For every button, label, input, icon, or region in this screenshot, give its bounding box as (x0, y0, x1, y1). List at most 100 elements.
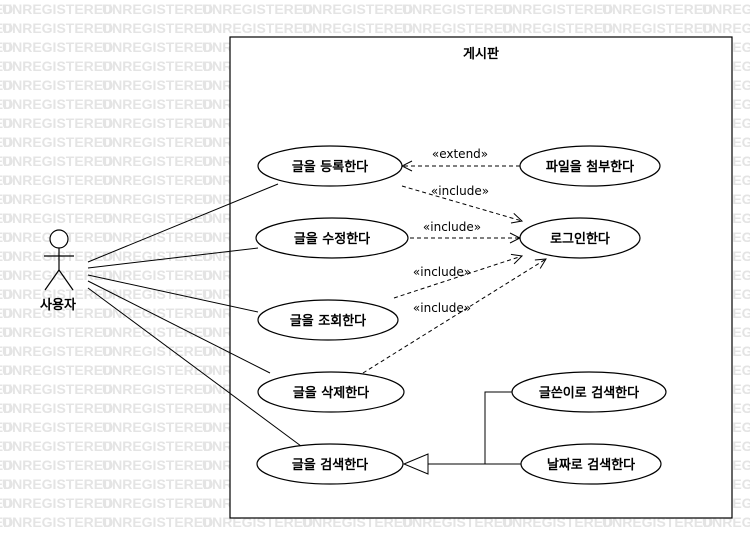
watermark-text: UNREGISTERED (0, 115, 13, 131)
watermark-text: UNREGISTERED (202, 1, 313, 17)
use-case-delete-ellipse (257, 371, 405, 413)
associations (87, 183, 302, 447)
watermark-text: UNREGISTERED (102, 514, 213, 530)
use-case-view[interactable]: 글을 조회한다 (257, 299, 399, 341)
watermark-text: UNREGISTERED (102, 77, 213, 93)
watermark-text: UNREGISTERED (102, 39, 213, 55)
watermark-text: UNREGISTERED (502, 20, 613, 36)
watermark-text: UNREGISTERED (702, 1, 750, 17)
watermark-text: UNREGISTERED (2, 153, 113, 169)
watermark-text: UNREGISTERED (402, 1, 513, 17)
include-label-write: «include» (431, 184, 489, 198)
generalization-line-author (484, 391, 512, 464)
watermark-text: UNREGISTERED (102, 20, 213, 36)
watermark-text: UNREGISTERED (102, 210, 213, 226)
watermark-text: UNREGISTERED (102, 153, 213, 169)
watermark-text: UNREGISTERED (2, 476, 113, 492)
watermark-text: UNREGISTERED (0, 96, 13, 112)
use-case-edit-label: 글을 수정한다 (294, 231, 370, 247)
association-write (87, 183, 279, 263)
watermark-text: UNREGISTERED (602, 20, 713, 36)
use-case-view-label: 글을 조회한다 (290, 313, 366, 329)
watermark-text: UNREGISTERED (2, 96, 113, 112)
watermark-text: UNREGISTERED (102, 438, 213, 454)
watermark-text: UNREGISTERED (0, 400, 13, 416)
use-case-attach[interactable]: 파일을 첨부한다 (519, 145, 661, 187)
watermark-text: UNREGISTERED (2, 210, 113, 226)
watermark-text: UNREGISTERED (0, 77, 13, 93)
watermark-text: UNREGISTERED (2, 400, 113, 416)
use-case-delete-label: 글을 삭제한다 (293, 385, 369, 401)
actor-user[interactable]: 사용자 (40, 229, 76, 313)
watermark-text: UNREGISTERED (0, 20, 13, 36)
watermark-text: UNREGISTERED (0, 172, 13, 188)
use-case-write-label: 글을 등록한다 (292, 159, 368, 175)
watermark-text: UNREGISTERED (102, 495, 213, 511)
generalization (402, 391, 521, 475)
generalization-arrowhead (402, 453, 429, 475)
watermark-text: UNREGISTERED (102, 134, 213, 150)
watermark-text: UNREGISTERED (0, 58, 13, 74)
use-case-login[interactable]: 로그인한다 (519, 217, 641, 259)
watermark-text: UNREGISTERED (0, 210, 13, 226)
use-case-attach-ellipse (519, 145, 661, 187)
watermark-text: UNREGISTERED (102, 419, 213, 435)
watermark-text: UNREGISTERED (0, 286, 13, 302)
watermark-text: UNREGISTERED (2, 267, 113, 283)
actor-head (49, 229, 69, 249)
watermark-text: UNREGISTERED (102, 267, 213, 283)
watermark-text: UNREGISTERED (102, 191, 213, 207)
watermark-text: UNREGISTERED (602, 1, 713, 17)
watermark-text: UNREGISTERED (0, 267, 13, 283)
use-case-search-author[interactable]: 글쓴이로 검색한다 (511, 371, 667, 413)
watermark-text: UNREGISTERED (202, 20, 313, 36)
watermark-text: UNREGISTERED (0, 495, 13, 511)
watermark-text: UNREGISTERED (102, 248, 213, 264)
use-case-edit[interactable]: 글을 수정한다 (255, 217, 409, 259)
watermark-text: UNREGISTERED (102, 324, 213, 340)
association-search (87, 287, 302, 447)
watermark-text: UNREGISTERED (702, 20, 750, 36)
association-delete (87, 280, 271, 374)
extend-label: «extend» (432, 147, 488, 161)
use-case-delete[interactable]: 글을 삭제한다 (257, 371, 405, 413)
watermark-text: UNREGISTERED (102, 400, 213, 416)
watermark-text: UNREGISTERED (0, 438, 13, 454)
watermark-text: UNREGISTERED (2, 381, 113, 397)
actor-label: 사용자 (40, 297, 76, 313)
watermark-text: UNREGISTERED (2, 514, 113, 530)
watermark-text: UNREGISTERED (0, 229, 13, 245)
system-boundary (229, 36, 733, 519)
watermark-text: UNREGISTERED (0, 153, 13, 169)
watermark-text: UNREGISTERED (0, 191, 13, 207)
watermark-text: UNREGISTERED (0, 134, 13, 150)
watermark-text: UNREGISTERED (402, 20, 513, 36)
dependencies (362, 166, 546, 374)
watermark-text: UNREGISTERED (302, 1, 413, 17)
watermark-text: UNREGISTERED (102, 172, 213, 188)
use-case-login-ellipse (519, 217, 641, 259)
actor-left-leg (44, 269, 60, 291)
watermark-text: UNREGISTERED (2, 419, 113, 435)
include-label-view: «include» (413, 265, 471, 279)
watermark-text: UNREGISTERED (0, 476, 13, 492)
watermark-text: UNREGISTERED (102, 362, 213, 378)
use-case-view-ellipse (257, 299, 399, 341)
watermark-text: UNREGISTERED (102, 457, 213, 473)
watermark-text: UNREGISTERED (2, 343, 113, 359)
actor-right-leg (58, 269, 74, 291)
use-case-search-date[interactable]: 날짜로 검색한다 (520, 443, 662, 485)
watermark-text: UNREGISTERED (302, 20, 413, 36)
association-view (87, 274, 259, 313)
watermark-text: UNREGISTERED (2, 362, 113, 378)
watermark-text: UNREGISTERED (0, 324, 13, 340)
watermark-text: UNREGISTERED (0, 514, 13, 530)
use-case-write[interactable]: 글을 등록한다 (257, 145, 403, 187)
watermark-text: UNREGISTERED (2, 191, 113, 207)
use-case-search[interactable]: 글을 검색한다 (256, 443, 404, 485)
system-title: 게시판 (463, 46, 499, 62)
watermark-text: UNREGISTERED (0, 305, 13, 321)
watermark-text: UNREGISTERED (102, 58, 213, 74)
watermark-text: UNREGISTERED (102, 305, 213, 321)
use-case-attach-label: 파일을 첨부한다 (546, 159, 634, 175)
